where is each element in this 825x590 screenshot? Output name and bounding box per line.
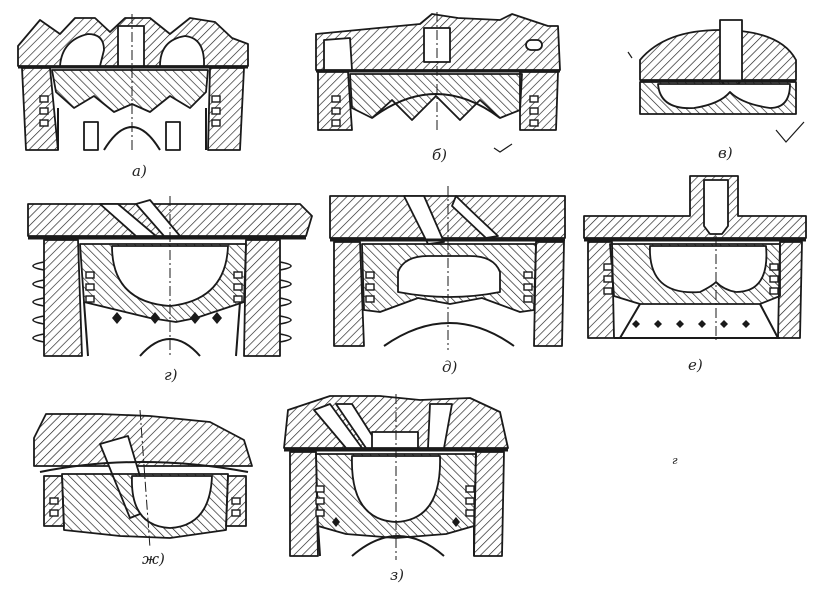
panel-v-drawing — [627, 19, 805, 143]
panel-a-drawing — [17, 14, 249, 152]
panel-d-drawing — [329, 186, 566, 350]
panel-e-label: е) — [688, 356, 703, 374]
panel-zh-label: ж) — [142, 550, 165, 568]
panel-z-drawing — [283, 394, 509, 560]
panel-a-label: а) — [132, 162, 147, 180]
panel-g-label: г) — [164, 366, 178, 384]
panel-b-label: б) — [432, 146, 447, 164]
panel-v-label: в) — [718, 144, 733, 162]
panel-d-label: д) — [442, 358, 458, 376]
panel-z-label: з) — [390, 566, 404, 584]
panel-b-drawing — [315, 12, 561, 153]
stray-mark: г — [672, 454, 678, 467]
panel-zh-drawing — [33, 409, 253, 549]
panel-e-drawing — [583, 175, 807, 340]
panel-g-drawing — [27, 196, 313, 358]
